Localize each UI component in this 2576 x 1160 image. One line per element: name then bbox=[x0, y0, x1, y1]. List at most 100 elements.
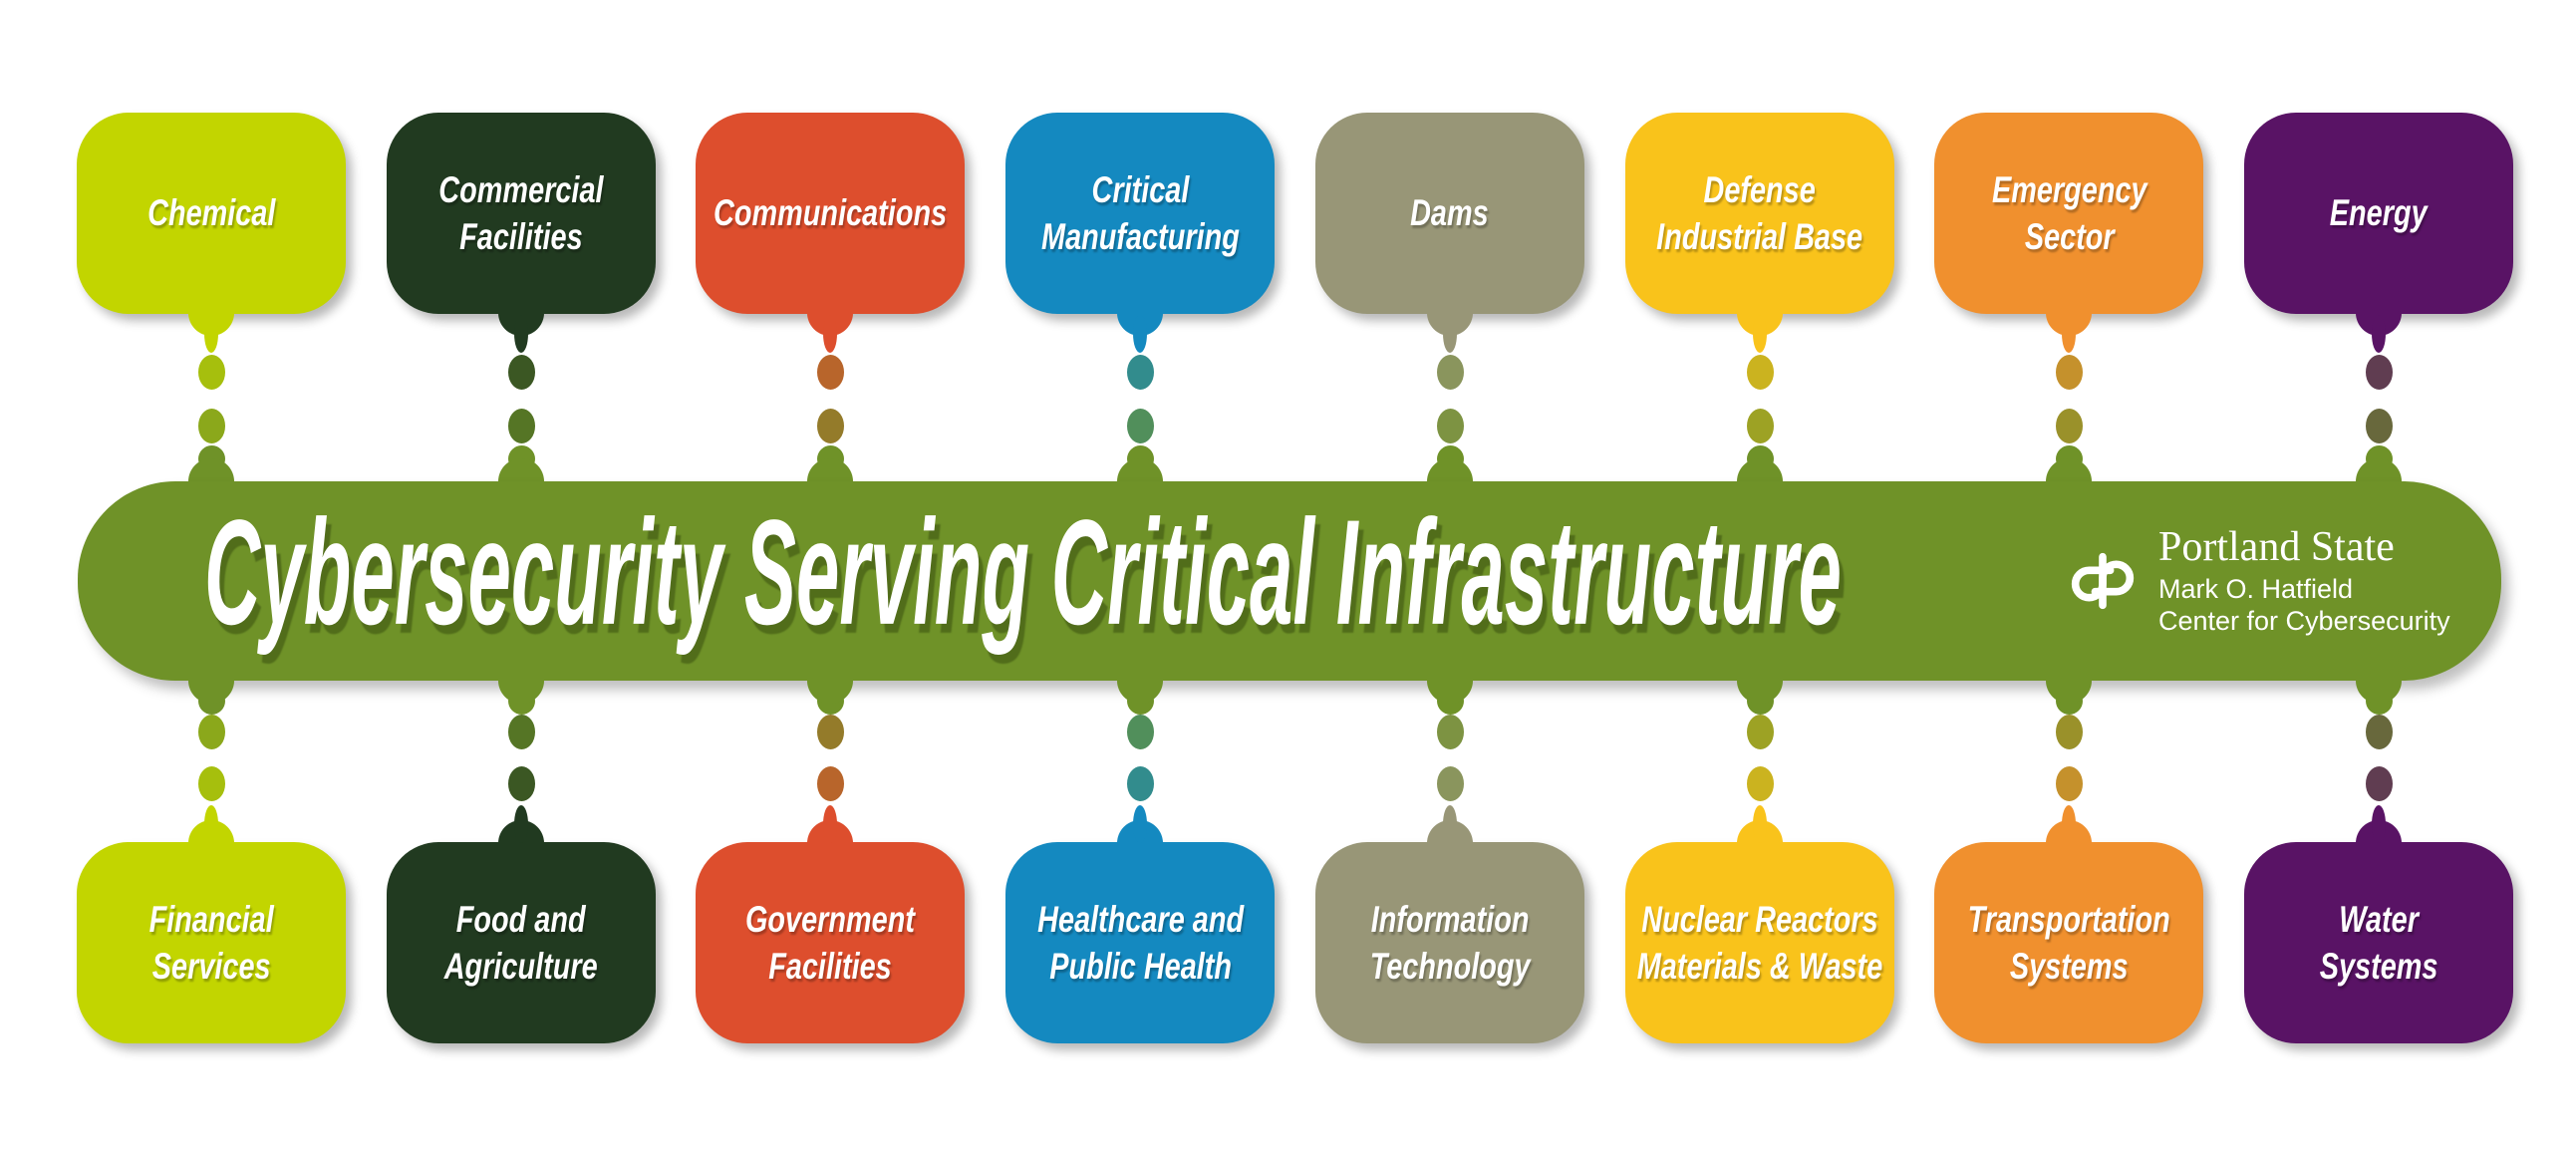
sector-label-communications: Communications bbox=[714, 189, 947, 236]
sector-label-line: Emergency bbox=[1991, 168, 2147, 210]
connector-dot2-emergency-sector bbox=[2056, 409, 2084, 443]
connector-dot2-defense-industrial-base bbox=[1746, 409, 1774, 443]
connector-banner-bump-healthcare-and-public-health bbox=[1117, 681, 1164, 704]
connector-dot1-nuclear-reactors-materials-waste bbox=[1746, 715, 1774, 749]
psu-logo-text: Portland State Mark O. Hatfield Center f… bbox=[2158, 523, 2450, 638]
sector-label-line: Agriculture bbox=[443, 946, 598, 987]
connector-tail-communications bbox=[823, 315, 838, 353]
psu-knot-icon bbox=[2071, 552, 2135, 610]
sector-column-communications: Communications bbox=[696, 0, 966, 1160]
connector-dot1-critical-manufacturing bbox=[1127, 355, 1155, 390]
psu-logo: Portland State Mark O. Hatfield Center f… bbox=[2065, 481, 2450, 681]
connector-tail-healthcare-and-public-health bbox=[1133, 805, 1148, 843]
sector-column-chemical: Chemical bbox=[77, 0, 346, 1160]
connector-dot2-information-technology bbox=[1436, 766, 1464, 801]
sector-label-chemical: Chemical bbox=[147, 189, 275, 236]
banner: Cybersecurity Serving Critical Infrastru… bbox=[78, 481, 2501, 681]
connector-dot2-healthcare-and-public-health bbox=[1127, 766, 1155, 801]
connector-dot1-food-and-agriculture bbox=[507, 715, 535, 749]
connector-banner-bump-government-facilities bbox=[807, 681, 854, 704]
connector-banner-bump-information-technology bbox=[1426, 681, 1473, 704]
connector-banner-bump-nuclear-reactors-materials-waste bbox=[1736, 681, 1783, 704]
connector-banner-bump-dams bbox=[1426, 458, 1473, 481]
connector-tail-energy bbox=[2371, 315, 2386, 353]
connector-dot1-defense-industrial-base bbox=[1746, 355, 1774, 390]
connector-tail-water-systems bbox=[2371, 805, 2386, 843]
logo-org-name: Portland State bbox=[2158, 523, 2395, 570]
sector-label-line: Materials & Waste bbox=[1636, 946, 1882, 987]
connector-tail-defense-industrial-base bbox=[1752, 315, 1767, 353]
connector-dot2-food-and-agriculture bbox=[507, 766, 535, 801]
connector-banner-bump-energy bbox=[2355, 458, 2402, 481]
connector-tail-transportation-systems bbox=[2062, 805, 2077, 843]
sector-label-line: Water bbox=[2339, 898, 2419, 940]
sector-label-line: Food and bbox=[455, 898, 586, 940]
connector-tail-information-technology bbox=[1442, 805, 1457, 843]
connector-banner-bump-food-and-agriculture bbox=[497, 681, 544, 704]
logo-center-name-line2: Center for Cybersecurity bbox=[2158, 605, 2450, 636]
sector-box-communications: Communications bbox=[696, 113, 966, 314]
sector-label-line: Facilities bbox=[458, 216, 583, 257]
connector-dot2-government-facilities bbox=[817, 766, 845, 801]
connector-tail-government-facilities bbox=[823, 805, 838, 843]
connector-tail-critical-manufacturing bbox=[1133, 315, 1148, 353]
sector-label-energy: Energy bbox=[2330, 189, 2428, 236]
connector-dot1-communications bbox=[817, 355, 845, 390]
connector-banner-bump-emergency-sector bbox=[2046, 458, 2093, 481]
connector-banner-bump-water-systems bbox=[2355, 681, 2402, 704]
sector-label-line: Systems bbox=[2009, 946, 2129, 987]
sector-label-line: Healthcare and bbox=[1036, 898, 1244, 940]
sector-label-line: Manufacturing bbox=[1040, 216, 1240, 257]
sector-label-line: Technology bbox=[1369, 946, 1531, 987]
sector-label-line: Financial bbox=[148, 898, 274, 940]
connector-dot2-chemical bbox=[198, 409, 225, 443]
banner-title: Cybersecurity Serving Critical Infrastru… bbox=[204, 487, 1842, 656]
sector-box-chemical: Chemical bbox=[77, 113, 346, 314]
sector-label-line: Nuclear Reactors bbox=[1640, 898, 1878, 940]
sector-label-line: Services bbox=[151, 946, 271, 987]
connector-dot2-commercial-facilities bbox=[507, 409, 535, 443]
connector-banner-bump-critical-manufacturing bbox=[1117, 458, 1164, 481]
connector-tail-food-and-agriculture bbox=[513, 805, 528, 843]
connector-banner-bump-commercial-facilities bbox=[497, 458, 544, 481]
connector-dot2-nuclear-reactors-materials-waste bbox=[1746, 766, 1774, 801]
connector-dot1-information-technology bbox=[1436, 715, 1464, 749]
sector-label-line: Energy bbox=[2330, 192, 2428, 234]
connector-tail-nuclear-reactors-materials-waste bbox=[1752, 805, 1767, 843]
sector-label-line: Dams bbox=[1410, 192, 1490, 234]
connector-dot1-water-systems bbox=[2365, 715, 2393, 749]
connector-banner-bump-transportation-systems bbox=[2046, 681, 2093, 704]
connector-dot1-government-facilities bbox=[817, 715, 845, 749]
sector-label-line: Commercial bbox=[438, 168, 604, 210]
connector-dot2-financial-services bbox=[198, 766, 225, 801]
sector-label-line: Information bbox=[1370, 898, 1530, 940]
sector-label-line: Communications bbox=[714, 192, 948, 234]
connector-dot2-water-systems bbox=[2365, 766, 2393, 801]
